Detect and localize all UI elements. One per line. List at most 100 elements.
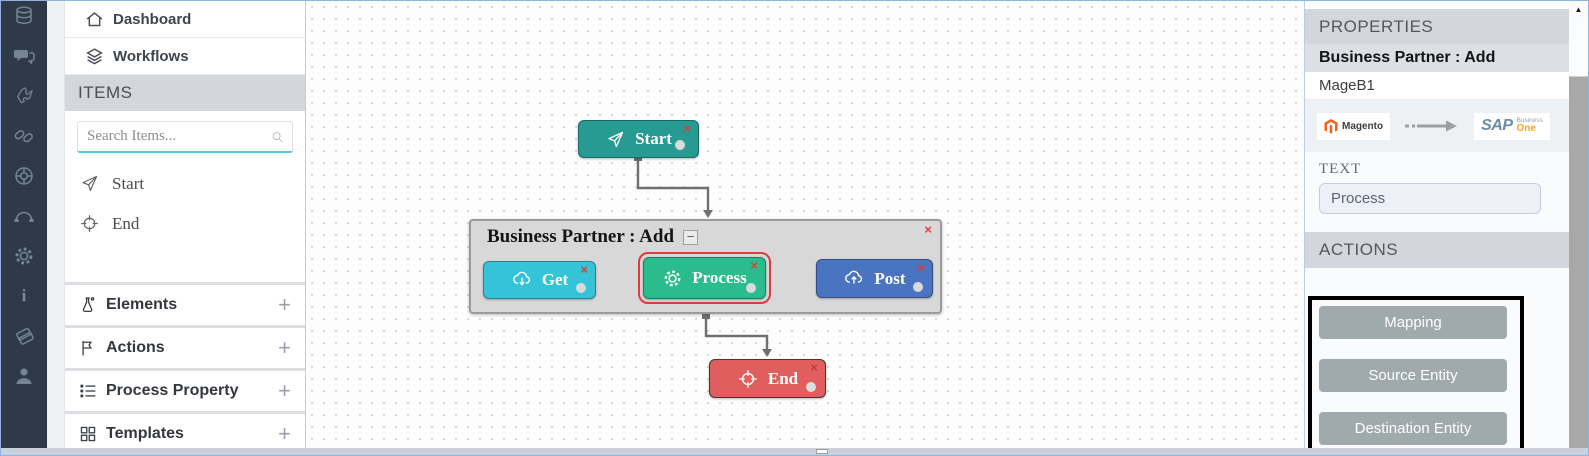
panel-spacer [1305, 1, 1569, 9]
section-elements[interactable]: Elements + [65, 282, 305, 325]
app-icon-rail: i [1, 1, 47, 455]
paper-plane-icon [608, 131, 624, 147]
text-field-input[interactable] [1319, 183, 1541, 214]
puzzle-icon[interactable] [12, 85, 36, 107]
user-icon[interactable] [12, 365, 36, 387]
section-label: Process Property [106, 382, 239, 399]
sidebar-item-dashboard[interactable]: Dashboard [65, 1, 305, 38]
output-port[interactable] [913, 282, 923, 292]
horizontal-scrollbar[interactable] [1, 448, 1588, 455]
node-label: Get [541, 270, 569, 289]
gear-icon[interactable] [12, 245, 36, 267]
sidebar: Dashboard Workflows ITEMS Start End Elem… [64, 1, 306, 454]
paper-plane-icon [82, 175, 98, 192]
grid-icon [80, 426, 96, 442]
cloud-download-icon [512, 271, 530, 286]
home-icon [86, 11, 103, 26]
flag-icon [82, 341, 93, 356]
target-icon [81, 215, 98, 232]
delete-node-icon[interactable]: × [683, 121, 691, 136]
search-input[interactable] [78, 128, 271, 145]
destination-entity-button[interactable]: Destination Entity [1319, 412, 1507, 445]
actions-header: ACTIONS [1305, 232, 1569, 268]
horizontal-scrollbar-thumb[interactable] [816, 449, 828, 454]
selected-node-title: Business Partner : Add [1305, 44, 1569, 72]
section-process-property[interactable]: Process Property + [65, 368, 305, 411]
layers-icon [86, 47, 103, 65]
arc-icon[interactable] [12, 205, 36, 227]
chat-icon[interactable] [12, 45, 36, 67]
node-label: End [767, 368, 799, 388]
output-port[interactable] [806, 382, 816, 392]
expand-plus-icon[interactable]: + [278, 292, 291, 317]
target-icon [739, 369, 757, 388]
expand-plus-icon[interactable]: + [278, 335, 291, 360]
direction-arrow-icon [1405, 120, 1458, 132]
node-start[interactable]: Start × [578, 120, 699, 158]
node-label: Process [692, 268, 747, 287]
sap-logo-one: One [1516, 123, 1536, 135]
sap-logo-business: Business [1516, 116, 1543, 124]
items-header: ITEMS [65, 75, 305, 111]
cloud-upload-icon [845, 270, 863, 284]
group-title-row: Business Partner : Add − [487, 226, 699, 248]
output-port[interactable] [746, 283, 756, 293]
vertical-scrollbar-thumb[interactable] [1569, 17, 1588, 77]
sap-business-one-logo: SAP Business One [1474, 112, 1550, 140]
collapse-icon[interactable]: − [683, 229, 699, 245]
section-templates[interactable]: Templates + [65, 411, 305, 454]
sidebar-item-label: Workflows [113, 47, 189, 65]
sidebar-item-label: Dashboard [113, 10, 192, 28]
mapping-button[interactable]: Mapping [1319, 306, 1507, 339]
workflow-canvas[interactable]: Start × Business Partner : Add − × Get × [306, 1, 1304, 449]
source-entity-button[interactable]: Source Entity [1319, 359, 1507, 392]
node-label: Post [874, 268, 906, 288]
section-label: Templates [106, 425, 184, 442]
expand-plus-icon[interactable]: + [278, 378, 291, 403]
palette-item-end[interactable]: End [79, 213, 139, 234]
magento-logo-label: Magento [1342, 120, 1384, 132]
gear-icon [664, 270, 681, 286]
group-business-partner-add[interactable]: Business Partner : Add − × Get × Process… [469, 219, 942, 314]
palette-item-label: Start [112, 173, 145, 193]
node-process[interactable]: Process × [643, 257, 766, 299]
node-post[interactable]: Post × [816, 259, 933, 298]
sap-logo-word: SAP [1481, 117, 1513, 134]
link-icon[interactable] [12, 125, 36, 147]
delete-node-icon[interactable]: × [917, 260, 925, 275]
search-box [77, 121, 293, 153]
database-icon[interactable] [12, 5, 36, 27]
info-icon[interactable]: i [21, 286, 27, 305]
delete-node-icon[interactable]: × [580, 262, 588, 277]
output-port[interactable] [675, 140, 685, 150]
wheel-icon[interactable] [12, 165, 36, 187]
magento-logo: Magento [1317, 112, 1391, 140]
connection-name: MageB1 [1305, 72, 1569, 100]
section-label: Actions [106, 339, 165, 356]
delete-group-icon[interactable]: × [924, 222, 932, 237]
section-label: Elements [106, 296, 178, 313]
tags-icon[interactable] [12, 325, 36, 347]
output-port[interactable] [576, 283, 586, 293]
delete-node-icon[interactable]: × [810, 360, 818, 375]
palette-item-start[interactable]: Start [79, 173, 144, 194]
palette-item-label: End [112, 213, 140, 233]
node-get[interactable]: Get × [483, 261, 596, 299]
expand-plus-icon[interactable]: + [278, 421, 291, 446]
delete-node-icon[interactable]: × [750, 258, 758, 273]
properties-panel: PROPERTIES Business Partner : Add MageB1… [1304, 1, 1569, 453]
node-label: Start [635, 129, 672, 148]
search-icon [272, 131, 283, 142]
vertical-scrollbar[interactable]: ▲ [1569, 1, 1588, 455]
list-icon [80, 384, 96, 398]
properties-header: PROPERTIES [1305, 9, 1569, 44]
node-end[interactable]: End × [709, 359, 826, 398]
selection-ring: Process × [638, 252, 771, 304]
scroll-up-button[interactable]: ▲ [1569, 1, 1588, 17]
integration-direction: Magento SAP Business One [1305, 100, 1569, 152]
magento-mark-icon [1324, 118, 1338, 134]
text-field-label: TEXT [1319, 161, 1362, 177]
sidebar-item-workflows[interactable]: Workflows [65, 38, 305, 75]
section-actions[interactable]: Actions + [65, 325, 305, 368]
